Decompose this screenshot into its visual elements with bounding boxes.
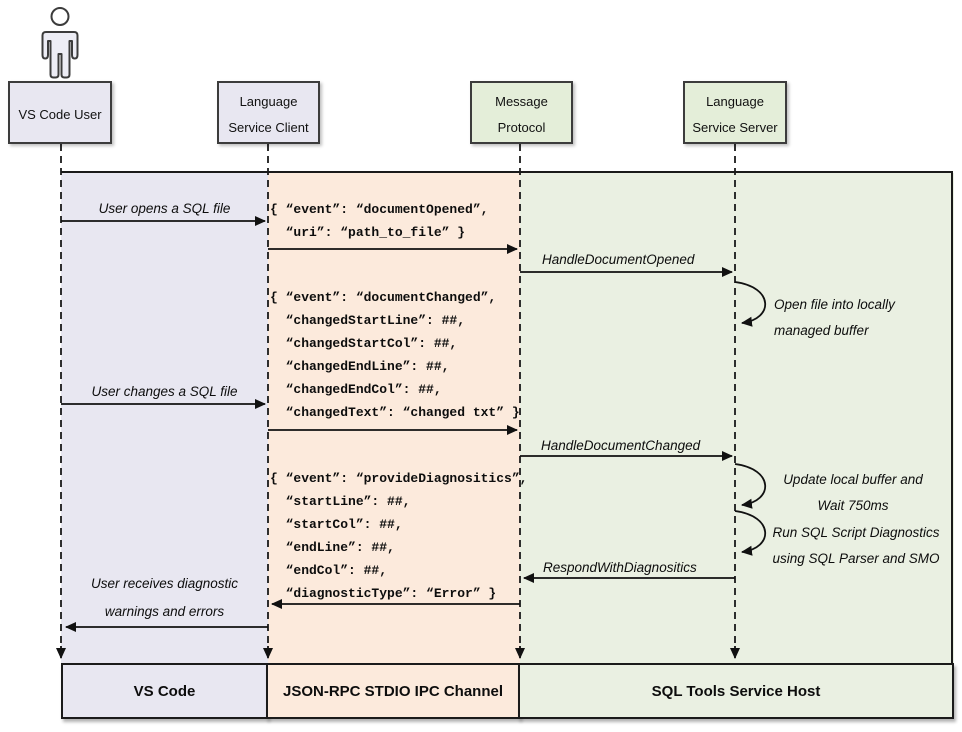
- actor-label: Service Server: [692, 120, 778, 135]
- actor-label: Language: [239, 94, 298, 109]
- label-user-receives: User receives diagnostic warnings and er…: [90, 576, 239, 619]
- footer-box-vscode: VS Code: [61, 663, 268, 719]
- label-handle-document-opened: HandleDocumentOpened: [542, 252, 695, 267]
- actor-label: Message: [495, 94, 548, 109]
- actor-box-message-protocol: Message Protocol: [470, 81, 573, 144]
- label-user-changes: User changes a SQL file: [91, 384, 238, 399]
- actor-box-language-service-server: Language Service Server: [683, 81, 787, 144]
- label-respond-with-diagnositics: RespondWithDiagnositics: [543, 560, 697, 575]
- label-user-opens: User opens a SQL file: [98, 201, 231, 216]
- note-open-file-buffer: Open file into locally managed buffer: [774, 297, 895, 338]
- footer-box-sql-tools-service-host: SQL Tools Service Host: [518, 663, 954, 719]
- label-handle-document-changed: HandleDocumentChanged: [541, 438, 701, 453]
- json-document-changed: { “event”: “documentChanged”, “changedSt…: [270, 290, 520, 420]
- lane-ipc-channel: [268, 173, 520, 663]
- footer-label: JSON-RPC STDIO IPC Channel: [282, 682, 504, 700]
- actor-label: Language: [706, 94, 764, 109]
- lane-service-host: [520, 173, 954, 663]
- lane-vscode: [61, 173, 268, 663]
- footer-label: SQL Tools Service Host: [651, 682, 821, 700]
- actor-box-language-service-client: Language Service Client: [217, 81, 320, 144]
- footer-label: VS Code: [133, 682, 196, 700]
- note-run-diagnostics: Run SQL Script Diagnostics using SQL Par…: [772, 525, 940, 566]
- actor-box-vscode-user: VS Code User: [8, 81, 112, 144]
- json-document-opened: { “event”: “documentOpened”, “uri”: “pat…: [270, 202, 489, 240]
- json-provide-diagnositics: { “event”: “provideDiagnositics”, “start…: [270, 471, 528, 601]
- note-update-buffer-wait: Update local buffer and Wait 750ms: [783, 472, 923, 513]
- actor-label: VS Code User: [18, 107, 102, 122]
- footer-box-jsonrpc-channel: JSON-RPC STDIO IPC Channel: [266, 663, 520, 719]
- actor-label: Protocol: [497, 120, 546, 135]
- person-icon: [41, 7, 79, 79]
- actor-label: Service Client: [228, 120, 309, 135]
